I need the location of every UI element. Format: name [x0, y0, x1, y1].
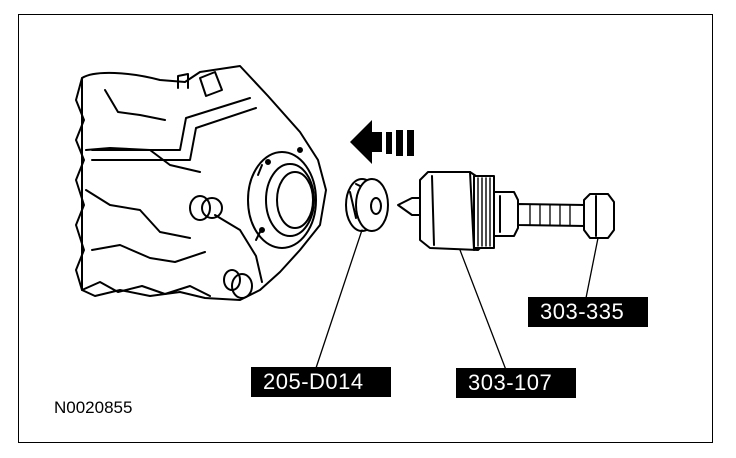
- leader-line-303-335: [585, 237, 599, 299]
- forcing-screw-tool: [517, 193, 615, 239]
- callout-label-303-335: 303-335: [528, 297, 648, 327]
- callout-label-303-107: 303-107: [456, 368, 576, 398]
- seal-installer-tool: [397, 171, 519, 251]
- leader-line-303-107: [459, 249, 507, 371]
- axle-housing: [75, 65, 327, 301]
- pinion-seal: [345, 178, 389, 232]
- callout-label-205-d014: 205-D014: [251, 367, 391, 397]
- leader-line-205: [315, 229, 363, 369]
- figure-reference-id: N0020855: [54, 398, 133, 417]
- left-arrow-icon: [350, 120, 414, 164]
